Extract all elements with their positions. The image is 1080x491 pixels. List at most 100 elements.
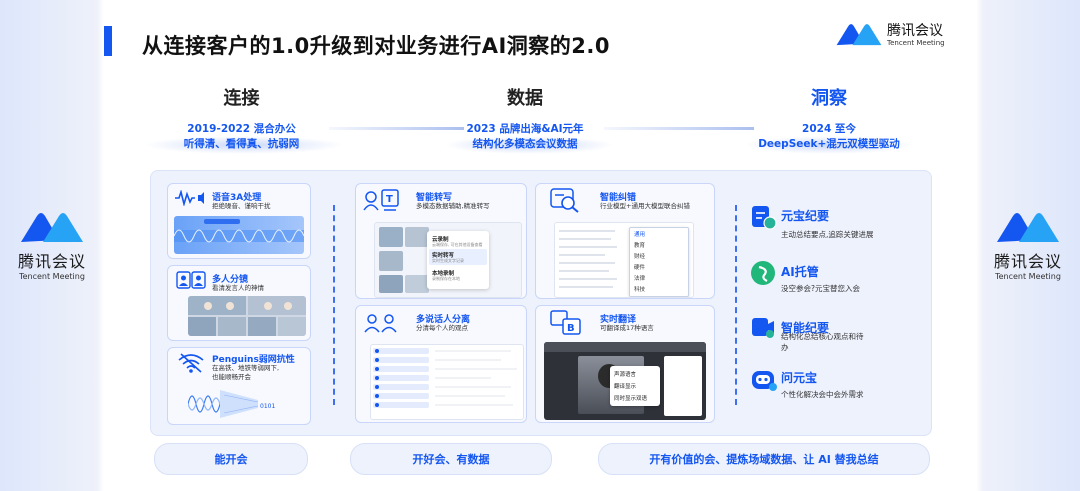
- audio-waveform-screenshot: [174, 216, 304, 254]
- left-brand-name-cn: 腾讯会议: [17, 252, 86, 271]
- header-brand-name-en: Tencent Meeting: [887, 39, 945, 47]
- phase-heading: 洞察: [811, 88, 847, 109]
- right-brand-logo: 腾讯会议 Tencent Meeting: [983, 210, 1073, 281]
- feature-title: 智能纪要: [781, 321, 830, 335]
- feature-title: 元宝纪要: [781, 209, 830, 223]
- bit-stream-text: 0101: [260, 403, 276, 410]
- bottom-pill-insight: 开有价值的会、提炼场域数据、让 AI 替我总结: [598, 443, 930, 475]
- phase-glow-1: [144, 136, 344, 154]
- card-smart-transcribe: T 智能转写 多模态数据辅助,精准转写 云录制 云端保存, 可在其他设备查看 实…: [355, 183, 527, 299]
- card-voice-3a: 语音3A处理 拒绝噪音、谨响干扰: [167, 183, 311, 259]
- header-brand: 腾讯会议 Tencent Meeting: [835, 22, 945, 48]
- right-brand-name-cn: 腾讯会议: [993, 252, 1062, 271]
- menu-item-bilingual[interactable]: 同时显示双语: [614, 396, 648, 402]
- divider-2: [735, 205, 737, 405]
- phase-insight: 洞察 2024 至今 DeepSeek+混元双模型驱动: [740, 84, 918, 152]
- feature-title: AI托管: [781, 265, 819, 279]
- summary-doc-icon: [752, 206, 777, 230]
- menu-item-translation-display[interactable]: 翻译显示: [614, 384, 637, 390]
- card-speaker-diarization: 多说话人分离 分清每个人的观点: [355, 305, 527, 423]
- document-lines-icon: [559, 230, 617, 288]
- menu-item-sub: 云端保存, 可在其他设备查看: [432, 242, 483, 247]
- left-brand-logo: 腾讯会议 Tencent Meeting: [7, 210, 97, 281]
- card-title: 多说话人分离: [416, 315, 471, 325]
- multi-person-icon: [176, 271, 206, 289]
- menu-item-cloud-record[interactable]: 云录制: [432, 237, 449, 243]
- card-desc: 分清每个人的观点: [416, 324, 468, 332]
- recording-menu: 云录制 云端保存, 可在其他设备查看 实时转写 实时生成文字记录 本地录制 录制…: [427, 231, 489, 289]
- feature-desc: 结构化总结核心观点和待 办: [781, 331, 864, 353]
- feature-desc: 个性化解决会中会外需求: [781, 390, 864, 399]
- video-minutes-icon: [752, 318, 774, 338]
- dropdown-option[interactable]: 财经: [634, 254, 646, 260]
- dropdown-option[interactable]: 通用: [634, 232, 646, 238]
- menu-item-sub: 实时生成文字记录: [432, 258, 464, 263]
- card-smart-correction: 智能纠错 行业模型+通用大模型联合纠错 通用 教育 财经 硬件 法律 科技: [535, 183, 715, 299]
- card-title: 智能纠错: [600, 193, 637, 203]
- signal-stream-icon: [188, 390, 259, 418]
- correction-screenshot: 通用 教育 财经 硬件 法律 科技: [554, 222, 694, 298]
- card-desc-line1: 在高铁、地铁等弱网下,: [212, 364, 280, 372]
- translation-menu: 声源语言 翻译显示 同时显示双语: [610, 366, 660, 406]
- translation-video-screenshot: 声源语言 翻译显示 同时显示双语: [544, 342, 706, 420]
- phase-line2: 听得清、看得真、抗弱网: [183, 138, 300, 150]
- translate-icon: B: [550, 310, 581, 335]
- feature-desc: 没空参会?元宝替您入会: [781, 284, 860, 293]
- menu-item-live-transcribe[interactable]: 实时转写: [432, 253, 455, 259]
- card-desc: 可翻译成17种语言: [600, 324, 654, 332]
- right-brand-name-en: Tencent Meeting: [995, 272, 1061, 281]
- card-title: 智能转写: [416, 193, 453, 203]
- card-title: 多人分镜: [212, 275, 249, 285]
- transcribe-icon: T: [363, 189, 399, 211]
- weak-network-wifi-icon: [178, 353, 204, 373]
- phase-line1: 2024 至今: [802, 123, 856, 135]
- phase-subtitle: 2024 至今 DeepSeek+混元双模型驱动: [740, 122, 918, 152]
- sound-wave-icon: [175, 190, 204, 206]
- phase-line2: 结构化多模态会议数据: [472, 138, 578, 150]
- card-desc: 拒绝噪音、谨响干扰: [212, 202, 271, 210]
- card-desc: 在高铁、地铁等弱网下, 也能顺畅开会: [212, 364, 279, 382]
- domain-dropdown[interactable]: 通用 教育 财经 硬件 法律 科技: [629, 227, 689, 297]
- dropdown-option[interactable]: 科技: [634, 287, 646, 293]
- menu-item-sub: 录制保存在本地: [432, 276, 460, 281]
- dropdown-option[interactable]: 教育: [634, 243, 646, 249]
- speakers-icon: [364, 314, 397, 333]
- bottom-pill-connect: 能开会: [154, 443, 308, 475]
- dropdown-option[interactable]: 法律: [634, 276, 646, 282]
- transcript-lines-icon: [373, 348, 517, 408]
- transcript-list-screenshot: [370, 344, 524, 420]
- left-brand-name-en: Tencent Meeting: [19, 272, 85, 281]
- timeline-arrow-2: [604, 127, 754, 130]
- feature-desc: 主动总结要点,追踪关键进展: [781, 230, 874, 239]
- tencent-meeting-logo-icon: [997, 213, 1059, 242]
- tencent-meeting-logo-icon: [21, 213, 83, 242]
- title-accent-bar: [104, 26, 112, 56]
- tencent-meeting-logo-icon: [836, 24, 882, 46]
- meeting-screenshot: 云录制 云端保存, 可在其他设备查看 实时转写 实时生成文字记录 本地录制 录制…: [374, 222, 522, 298]
- bottom-pill-data: 开好会、有数据: [350, 443, 552, 475]
- phase-data: 数据 2023 品牌出海&AI元年 结构化多模态会议数据: [440, 84, 610, 152]
- feature-title: 问元宝: [781, 371, 818, 385]
- svg-text:B: B: [567, 323, 575, 334]
- card-title: 语音3A处理: [212, 193, 262, 203]
- video-grid-screenshot: [188, 296, 306, 336]
- yuanbao-logo-icon: [751, 261, 775, 285]
- slide: 从连接客户的1.0升级到对业务进行AI洞察的2.0 腾讯会议 Tencent M…: [104, 0, 976, 491]
- divider-1: [333, 205, 335, 405]
- menu-item-source-language[interactable]: 声源语言: [614, 372, 637, 378]
- phase-subtitle: 2019-2022 混合办公 听得清、看得真、抗弱网: [149, 122, 334, 152]
- card-desc-line2: 也能顺畅开会: [212, 373, 251, 381]
- card-live-translation: B 实时翻译 可翻译成17种语言 声源语言 翻译显示 同时显示双语: [535, 305, 715, 423]
- timeline-arrow-1: [329, 127, 464, 130]
- card-title: Penguins弱网抗性: [212, 355, 295, 365]
- phase-subtitle: 2023 品牌出海&AI元年 结构化多模态会议数据: [440, 122, 610, 152]
- card-desc: 多模态数据辅助,精准转写: [416, 202, 490, 210]
- card-title: 实时翻译: [600, 315, 637, 325]
- feature-desc-line2: 办: [781, 343, 789, 352]
- video-tiles-icon: [188, 296, 306, 336]
- menu-item-local-record[interactable]: 本地录制: [432, 271, 455, 277]
- feature-panel: 语音3A处理 拒绝噪音、谨响干扰 多人分镜 看清发言人的神情: [150, 170, 932, 436]
- feature-desc-line1: 结构化总结核心观点和待: [781, 332, 864, 341]
- phase-glow-2: [444, 136, 614, 154]
- dropdown-option[interactable]: 硬件: [634, 265, 646, 271]
